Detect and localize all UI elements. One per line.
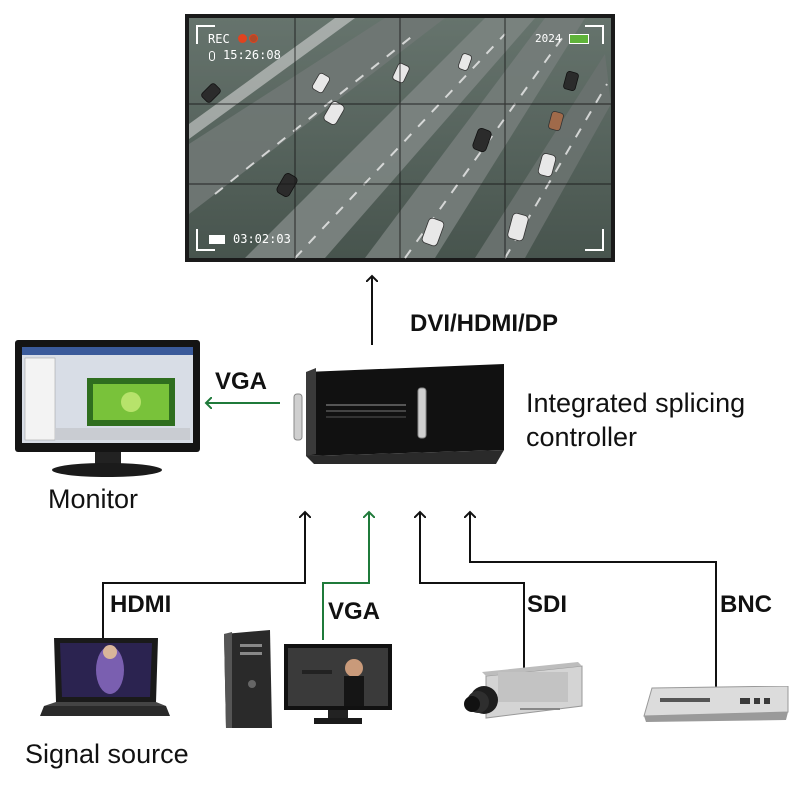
laptop-device: [40, 636, 170, 722]
output-interfaces-label: DVI/HDMI/DP: [410, 310, 559, 337]
camera-device: [458, 662, 584, 724]
battery-small-icon: [209, 235, 225, 244]
rec-dot-ring-icon: [249, 34, 258, 43]
hdmi-label: HDMI: [110, 591, 172, 618]
counter-readout: 03:02:03: [233, 232, 291, 246]
video-wall: REC 15:26:08 2024 03:02:03: [185, 14, 615, 262]
controller-label: Integrated splicing controller: [526, 388, 746, 452]
vga-input-label: VGA: [328, 598, 381, 625]
laptop-graphic: [40, 638, 170, 716]
rec-label: REC: [208, 32, 230, 46]
vga-line: [322, 512, 369, 640]
controller-graphic: [293, 364, 504, 464]
monitor-label: Monitor: [48, 484, 139, 514]
camera-graphic: [464, 662, 583, 719]
video-wall-graphic: [185, 14, 615, 262]
desktop-pc-graphic: [224, 630, 392, 728]
time-readout: 15:26:08: [223, 48, 281, 62]
year-readout: 2024: [535, 32, 562, 45]
bnc-line: [470, 512, 717, 688]
monitor-link-label: VGA: [215, 368, 268, 395]
sdi-line: [420, 512, 525, 668]
monitor-graphic: [15, 340, 200, 477]
bnc-label: BNC: [720, 591, 772, 618]
dvd-player-device: [640, 685, 790, 722]
monitor-device: [15, 340, 200, 480]
dvd-player-graphic: [643, 685, 789, 722]
desktop-pc-device: [222, 630, 398, 730]
hdmi-line: [102, 512, 305, 640]
rec-dot-icon: [238, 34, 247, 43]
battery-icon: [569, 34, 589, 44]
sdi-label: SDI: [527, 591, 568, 618]
signal-source-label: Signal source: [25, 739, 189, 769]
microphone-icon: [209, 51, 215, 61]
splicing-controller: [286, 364, 504, 464]
